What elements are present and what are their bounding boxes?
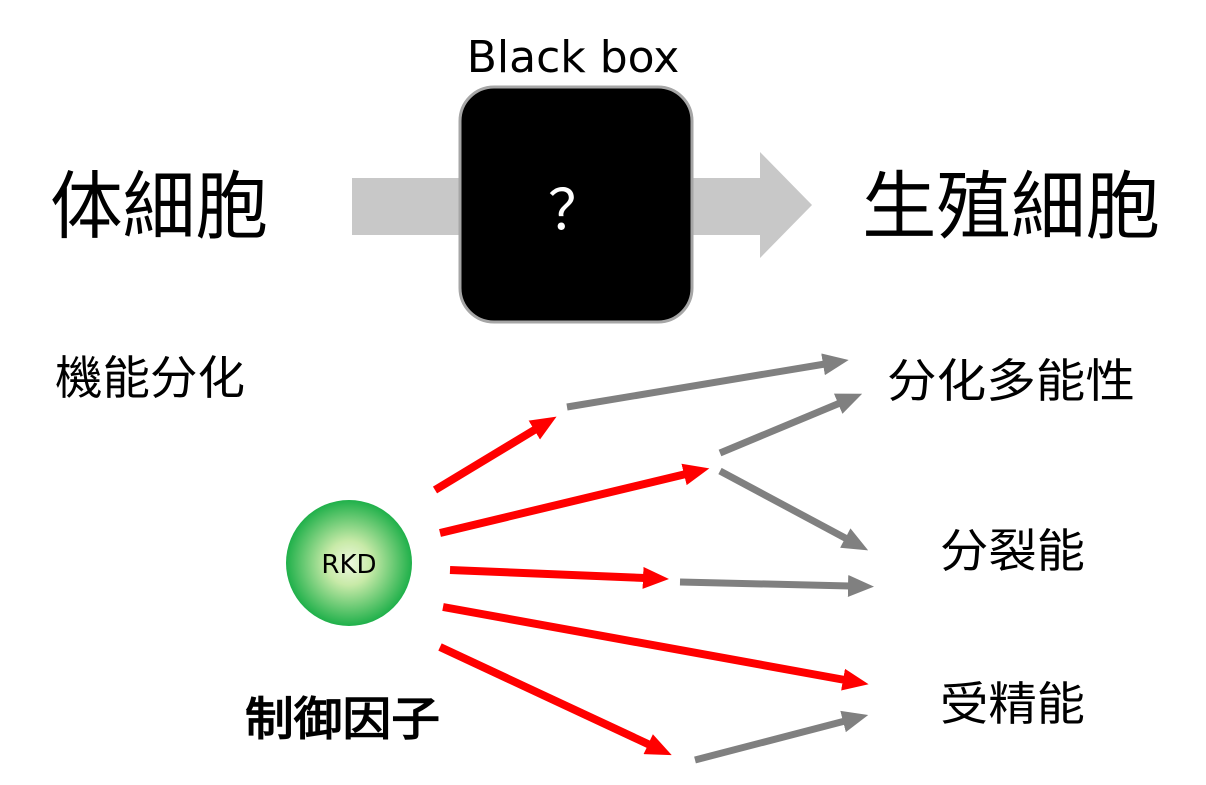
rkd-circle [286,500,412,626]
gray-arrow-4 [679,574,874,597]
gray-arrow-3 [718,467,869,551]
gray-arrow-1 [566,353,849,411]
label-somatic-cell: 体細胞 [50,164,268,250]
gray-arrow-2 [718,393,863,457]
red-arrow-5 [438,643,672,756]
rkd-label: RKD [321,550,376,580]
label-proliferation: 分裂能 [940,524,1085,578]
black-box [458,85,694,324]
red-arrow-1 [432,416,557,494]
red-arrow-3 [449,566,669,589]
gray-arrow-5 [694,710,869,764]
label-pluripotency: 分化多能性 [887,354,1135,408]
black-box-question-mark: ？ [548,179,604,244]
label-fertility: 受精能 [940,677,1085,731]
label-functional-differentiation: 機能分化 [55,351,245,405]
red-arrow-2 [439,463,710,537]
label-germ-cell: 生殖細胞 [862,164,1160,250]
label-regulator: 制御因子 [245,692,440,746]
red-arrow-4 [442,603,869,691]
black-box-title: Black box [467,32,680,83]
